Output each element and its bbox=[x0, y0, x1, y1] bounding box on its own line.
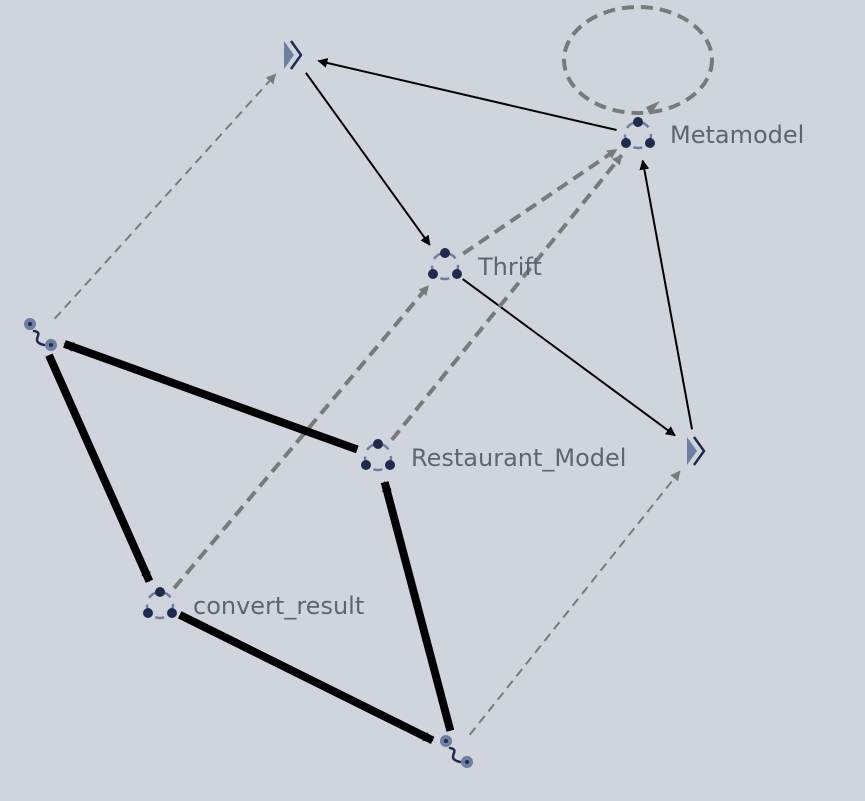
triad-dot bbox=[143, 608, 153, 618]
triad-dot bbox=[155, 587, 165, 597]
triad-dot bbox=[452, 269, 462, 279]
node-route-left[interactable] bbox=[24, 318, 57, 351]
node-route-bottom[interactable] bbox=[440, 735, 473, 768]
edge-thrift-to-chevron-right[interactable] bbox=[462, 278, 676, 437]
node-label-convert: convert_result bbox=[193, 592, 364, 620]
chevron-right-icon bbox=[687, 436, 706, 466]
route-end-dot bbox=[465, 760, 469, 764]
route-end-dot bbox=[49, 343, 53, 347]
chevron-stroke bbox=[692, 436, 706, 466]
edge-chevron-right-to-metamodel[interactable] bbox=[639, 159, 694, 430]
edge-metamodel-to-chevron-top[interactable] bbox=[317, 58, 617, 132]
edge-restaurant-to-route-left[interactable] bbox=[63, 340, 359, 454]
route-path bbox=[448, 746, 462, 764]
triad-ring bbox=[623, 120, 653, 150]
triad-dot bbox=[633, 117, 643, 127]
node-metamodel[interactable]: Metamodel bbox=[621, 117, 804, 150]
route-icon bbox=[24, 318, 57, 351]
node-convert[interactable]: convert_result bbox=[143, 587, 364, 620]
edge-route-left-to-convert[interactable] bbox=[45, 353, 154, 583]
triad-dot bbox=[440, 248, 450, 258]
route-path bbox=[32, 329, 46, 347]
node-thrift[interactable]: Thrift bbox=[428, 248, 542, 281]
triad-dot bbox=[385, 460, 395, 470]
chevron-right-icon bbox=[284, 40, 303, 70]
triad-node-icon bbox=[361, 439, 395, 472]
chevron-fill bbox=[284, 41, 294, 69]
node-chevron-top[interactable] bbox=[284, 40, 303, 70]
node-label-thrift: Thrift bbox=[477, 253, 542, 281]
triad-node-icon bbox=[621, 117, 655, 150]
edge-route-left-to-chevron-top[interactable] bbox=[54, 73, 277, 320]
edge-restaurant-to-metamodel[interactable] bbox=[390, 153, 624, 442]
node-label-metamodel: Metamodel bbox=[670, 121, 804, 149]
triad-node-icon bbox=[428, 248, 462, 281]
node-label-restaurant: Restaurant_Model bbox=[411, 444, 626, 472]
edge-metamodel-to-metamodel[interactable] bbox=[562, 5, 714, 115]
edge-chevron-top-to-thrift[interactable] bbox=[305, 72, 431, 246]
edge-thrift-to-metamodel[interactable] bbox=[462, 147, 618, 256]
triad-dot bbox=[645, 138, 655, 148]
edge-route-bottom-to-restaurant[interactable] bbox=[380, 481, 455, 732]
triad-dot bbox=[373, 439, 383, 449]
node-chevron-right[interactable] bbox=[687, 436, 706, 466]
triad-dot bbox=[361, 460, 371, 470]
triad-ring bbox=[145, 590, 175, 620]
route-start-dot bbox=[444, 739, 448, 743]
triad-ring bbox=[363, 442, 393, 472]
triad-node-icon bbox=[143, 587, 177, 620]
node-restaurant[interactable]: Restaurant_Model bbox=[361, 439, 626, 472]
route-start-dot bbox=[28, 322, 32, 326]
triad-dot bbox=[428, 269, 438, 279]
edge-convert-to-thrift[interactable] bbox=[172, 284, 430, 590]
edges-layer bbox=[45, 5, 714, 745]
chevron-fill bbox=[687, 437, 697, 465]
edge-metamodel-to-metamodel-arrowhead bbox=[646, 101, 660, 115]
triad-dot bbox=[167, 608, 177, 618]
triad-ring bbox=[430, 251, 460, 281]
edge-route-bottom-to-chevron-right[interactable] bbox=[468, 470, 681, 736]
edge-convert-to-route-bottom[interactable] bbox=[177, 611, 435, 745]
route-icon bbox=[440, 735, 473, 768]
chevron-stroke bbox=[289, 40, 303, 70]
triad-dot bbox=[621, 138, 631, 148]
